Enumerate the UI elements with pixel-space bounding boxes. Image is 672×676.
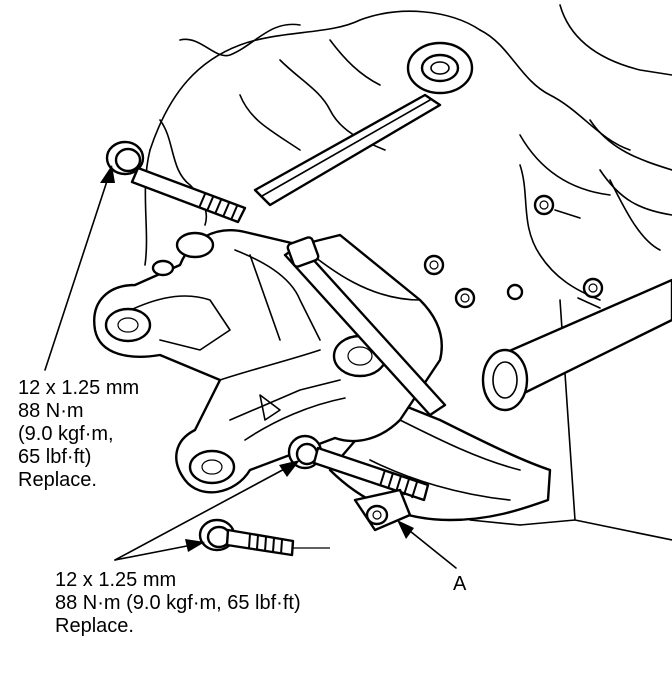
part-a-label: A bbox=[453, 573, 467, 595]
part-a-bracket bbox=[353, 488, 412, 532]
lower-bolts-size: 12 x 1.25 mm bbox=[55, 569, 177, 591]
upper-bolt-torque: 88 N·m bbox=[18, 400, 84, 422]
lower-bolts-torque: 88 N·m (9.0 kgf·m, 65 lbf·ft) bbox=[55, 592, 301, 614]
upper-strut bbox=[253, 41, 474, 207]
upper-bolt-torque-kgf: (9.0 kgf·m, bbox=[18, 423, 114, 445]
upper-bolt-size: 12 x 1.25 mm bbox=[18, 377, 140, 399]
right-shaft bbox=[481, 278, 672, 412]
lower-bolts-note: Replace. bbox=[55, 615, 134, 637]
upper-bolt bbox=[105, 140, 247, 224]
link-bolt bbox=[283, 236, 447, 417]
engine-block-outline bbox=[144, 4, 672, 541]
leader-lines bbox=[44, 165, 457, 569]
lower-bolts-callout: 12 x 1.25 mm 88 N·m (9.0 kgf·m, 65 lbf·f… bbox=[55, 569, 301, 638]
upper-bolt-torque-lbf: 65 lbf·ft) bbox=[18, 446, 92, 468]
upper-bolt-note: Replace. bbox=[18, 469, 97, 491]
lower-bolt-mounted bbox=[287, 434, 430, 502]
mount-bracket bbox=[93, 229, 443, 494]
upper-bolt-callout: 12 x 1.25 mm 88 N·m (9.0 kgf·m, 65 lbf·f… bbox=[18, 377, 139, 492]
lower-bolt-loose bbox=[198, 518, 330, 557]
